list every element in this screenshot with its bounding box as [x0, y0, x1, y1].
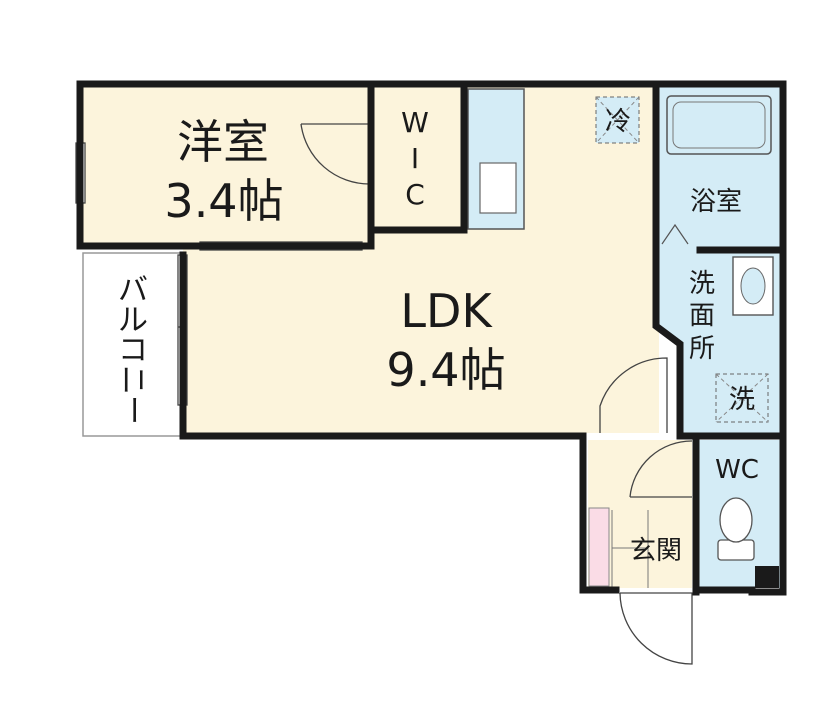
kitchen-sink — [479, 162, 517, 214]
outer-wall-left — [76, 80, 375, 250]
wall-washroom-left — [652, 251, 684, 440]
shoe-closet — [588, 507, 610, 587]
toilet-name: WC — [715, 455, 759, 485]
washroom-char-3: 所 — [689, 334, 715, 364]
entrance-name: 玄関 — [630, 536, 682, 566]
wic-char-1: W — [401, 106, 429, 139]
front-door — [619, 592, 693, 665]
toilet-tank — [717, 539, 755, 561]
balcony-char-3: コ — [118, 333, 148, 368]
balcony-char-4: ニ — [115, 365, 150, 395]
washer-label: 洗 — [729, 385, 755, 415]
outer-wall-top — [76, 80, 787, 596]
ldk-floor — [183, 87, 659, 433]
wall-corner-pillar — [755, 566, 779, 588]
floors — [82, 87, 780, 588]
ldk-door — [599, 357, 668, 433]
bath-name: 浴室 — [690, 187, 742, 217]
ldk-name: LDK — [400, 284, 493, 338]
entrance-inner-door — [629, 440, 693, 498]
wic-char-3: C — [405, 178, 425, 211]
ldk-floor-upper-left — [83, 87, 183, 244]
labels: 洋室 3.4帖 W I C LDK 9.4帖 冷 浴室 洗 面 所 洗 WC 玄… — [115, 106, 759, 566]
washroom-char-1: 洗 — [689, 269, 715, 299]
outer-wall-bottom — [179, 251, 620, 594]
fridge-cross-b — [595, 96, 640, 144]
western-room-name: 洋室 — [177, 115, 269, 169]
wic-char-2: I — [411, 142, 419, 175]
bathtub — [666, 95, 772, 155]
balcony-char-2: ル — [118, 303, 148, 338]
washer-cross-b — [715, 373, 769, 423]
washroom-char-2: 面 — [689, 301, 715, 331]
bathtub-inner — [672, 101, 766, 149]
walls — [76, 80, 787, 596]
balcony-char-5: ー — [115, 395, 150, 425]
balcony-char-1: バ — [118, 273, 148, 308]
vanity-basin — [740, 267, 766, 305]
wc-door — [611, 510, 649, 588]
fixtures — [467, 88, 774, 561]
western-room-door — [300, 123, 371, 185]
fridge-label: 冷 — [605, 107, 631, 137]
ldk-area: 9.4帖 — [386, 343, 505, 397]
bath-door-swing — [661, 223, 689, 245]
western-room-area: 3.4帖 — [164, 174, 283, 228]
balcony-floor — [82, 252, 184, 437]
toilet-bowl — [719, 497, 753, 543]
